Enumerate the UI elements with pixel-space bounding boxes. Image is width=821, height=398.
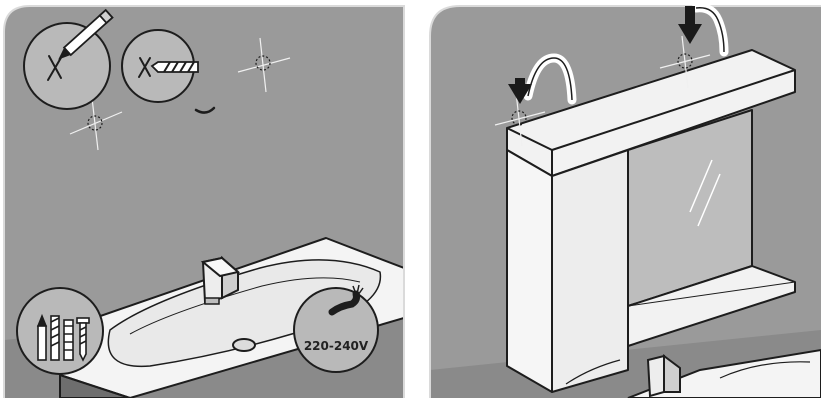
mark-with-pencil-badge xyxy=(23,8,114,110)
drill-bit-icon xyxy=(150,61,199,73)
crosshair-icon xyxy=(69,97,123,151)
wall-plug-icon xyxy=(63,319,74,361)
arrow-down-icon xyxy=(678,3,729,57)
x-mark-icon xyxy=(47,55,63,81)
drill-hole-badge xyxy=(121,29,199,103)
voltage-label: 220-240V xyxy=(304,339,369,353)
panel-right-hang-cabinet xyxy=(430,6,821,398)
voltage-badge: 220-240V xyxy=(293,284,379,373)
drill-bit-icon xyxy=(50,315,60,361)
panel-right-frame xyxy=(429,5,821,398)
cable-icon xyxy=(328,284,364,316)
crosshair-icon xyxy=(494,91,546,147)
x-mark-icon xyxy=(138,57,151,78)
crosshair-icon xyxy=(659,35,711,89)
screw-icon xyxy=(76,317,90,362)
faucet xyxy=(200,255,241,305)
panel-left-frame xyxy=(3,5,405,398)
washbasin xyxy=(59,237,404,398)
mirror-cabinet xyxy=(506,49,796,393)
dust-curl xyxy=(194,106,216,114)
drain xyxy=(232,338,256,352)
crosshair-icon xyxy=(237,37,291,93)
pencil-icon xyxy=(36,313,48,361)
pencil-icon xyxy=(58,8,114,60)
arrow-down-icon xyxy=(508,53,577,105)
faucet xyxy=(646,354,681,398)
tools-badge xyxy=(16,287,104,375)
